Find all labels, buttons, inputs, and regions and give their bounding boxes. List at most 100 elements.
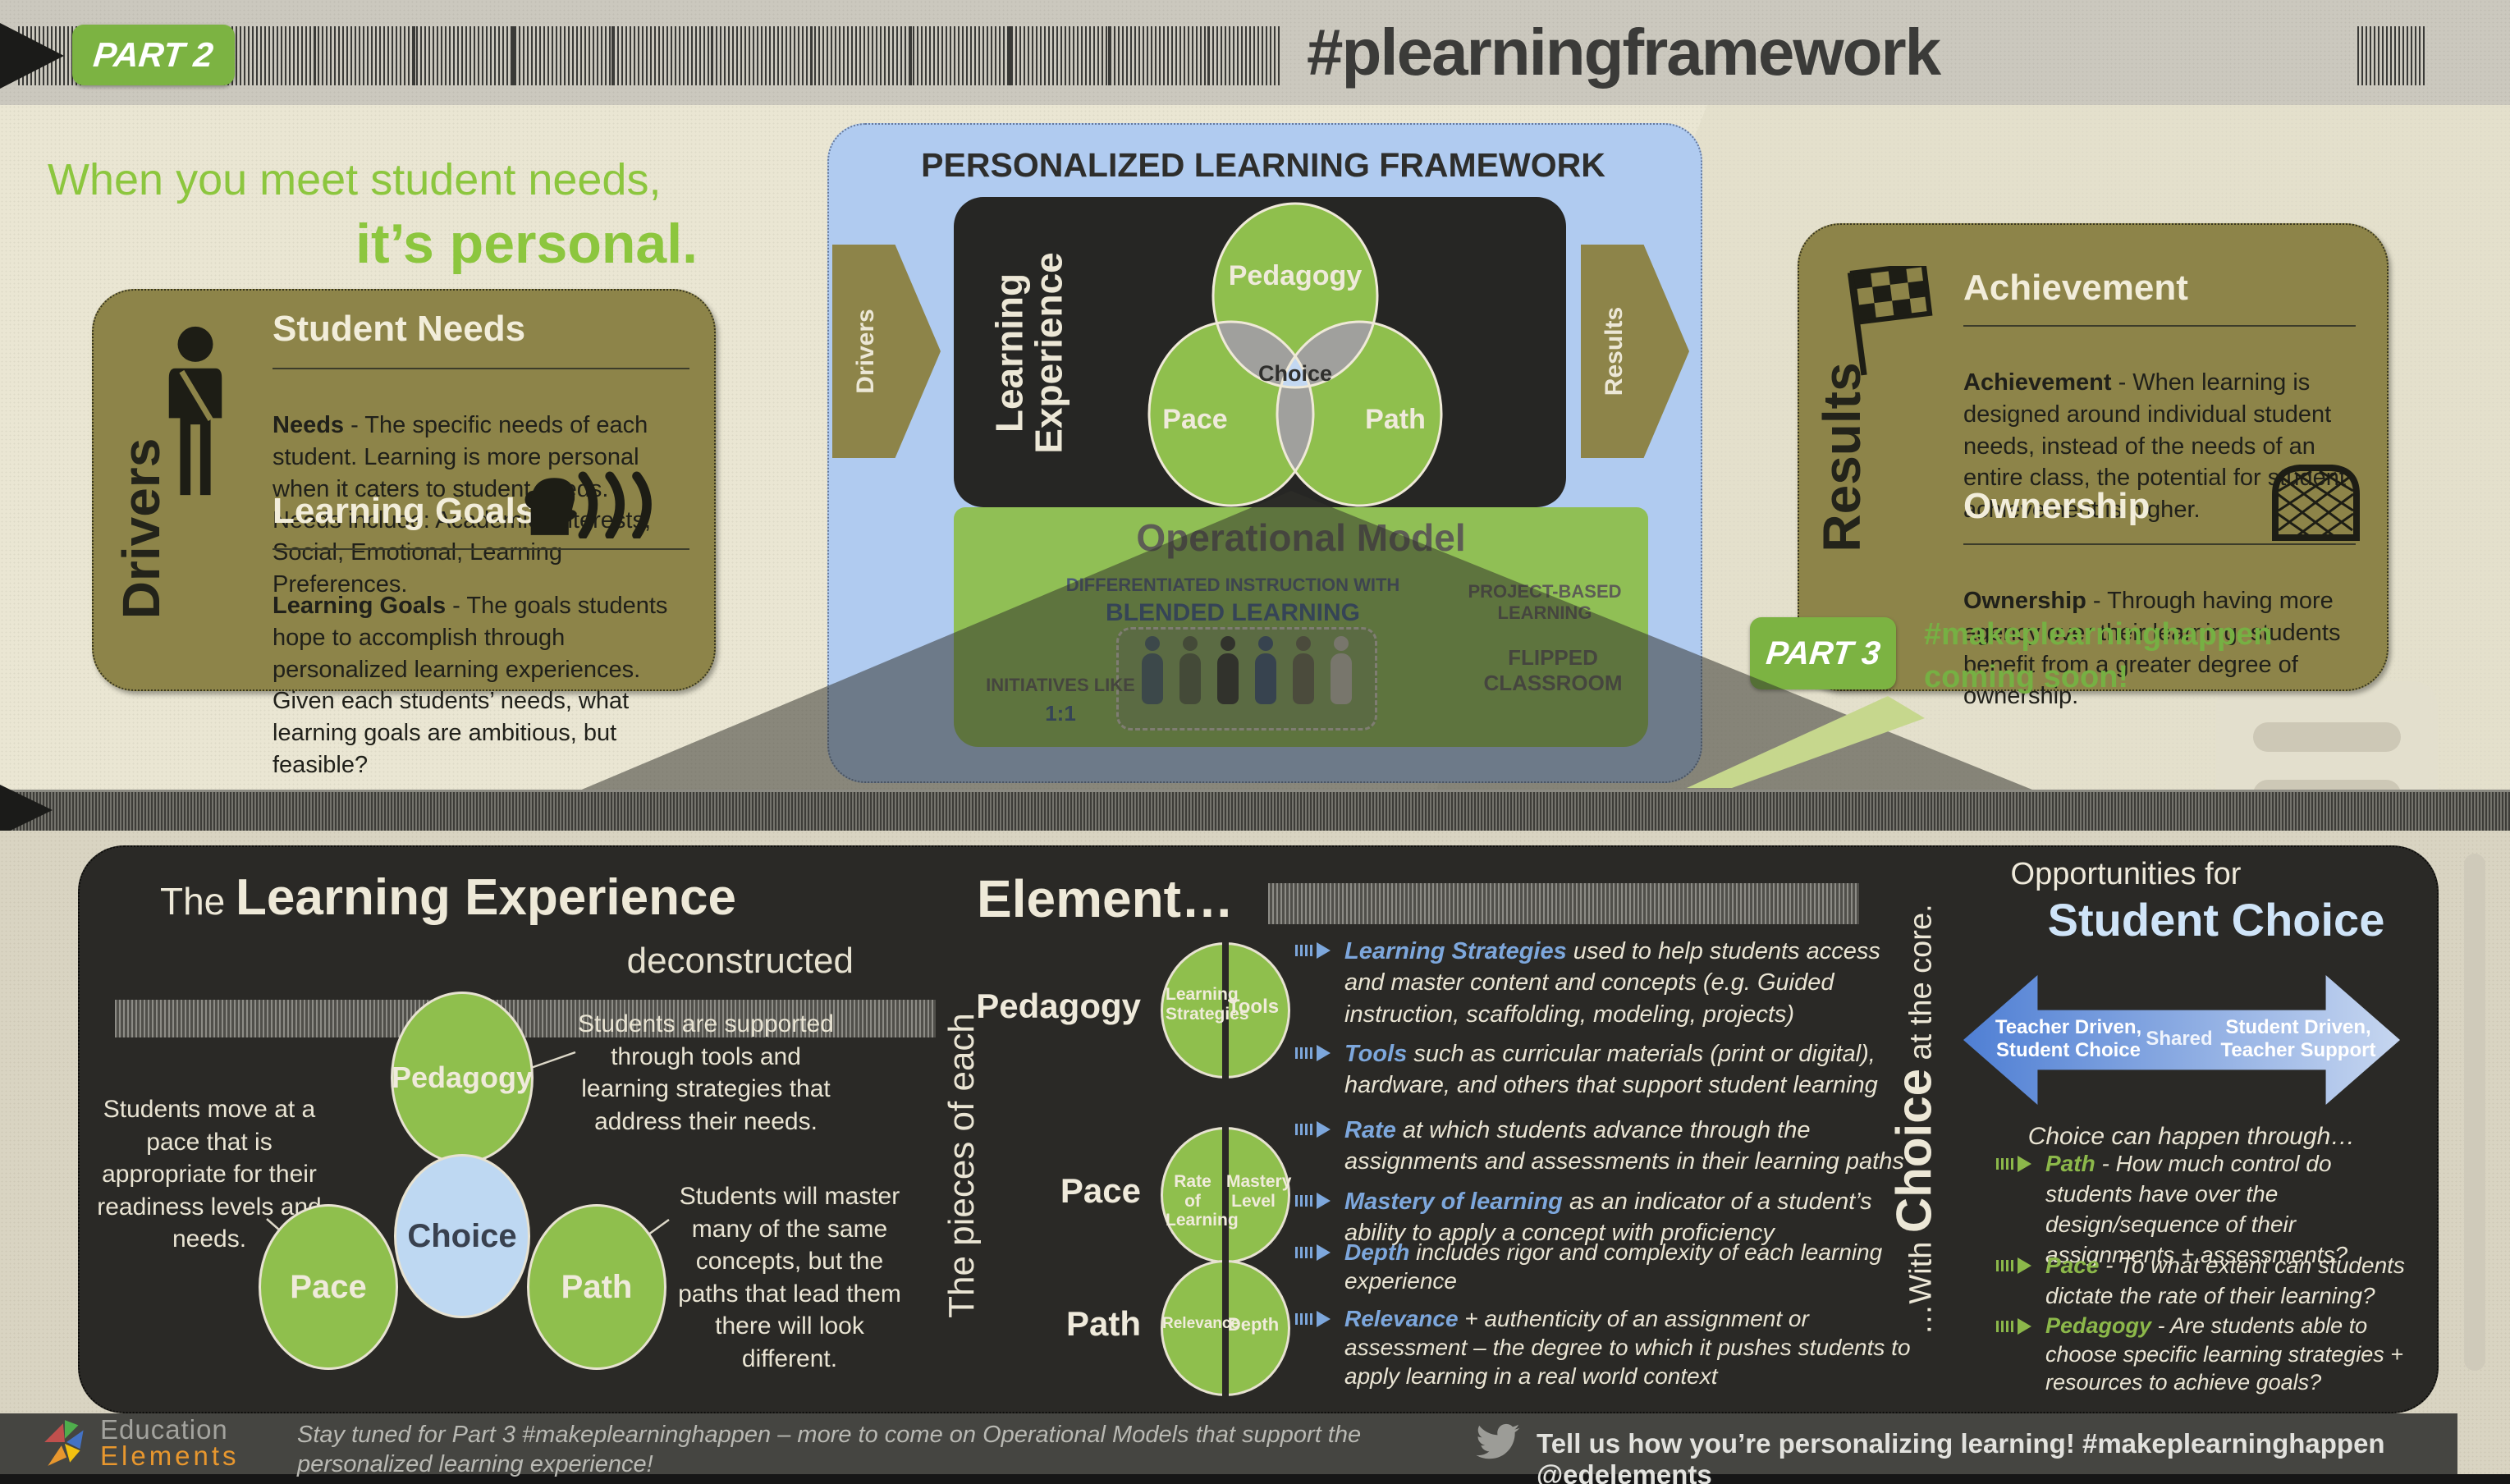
bullet-item: Learning Strategies used to help student… [1295,936,1919,1030]
circle-pace-label: Pace [290,1268,367,1305]
bullet-lead: Mastery of learning [1344,1188,1563,1215]
bullet-lead: Path [2045,1151,2095,1176]
circle-pedagogy: Pedagogy [391,992,534,1164]
venn-path-label: Path [1365,404,1426,435]
bullet-lead: Pedagogy [2045,1313,2152,1338]
half-rate-of-learning: Rate of Learning [1166,1172,1239,1230]
bullet-item: Pace - To what extent can students dicta… [1996,1251,2423,1312]
bullet-item: Rate at which students advance through t… [1295,1115,1919,1178]
element-row-pedagogy-bullets: Learning Strategies used to help student… [1295,936,1919,1109]
bullet-item: Relevance + authenticity of an assignmen… [1295,1304,1919,1391]
logo-wordmark: Education Elements [100,1416,240,1472]
bullet-item: Depth includes rigor and complexity of e… [1295,1238,1919,1296]
goal-net-icon [2269,460,2363,546]
bullet-text: Rate at which students advance through t… [1344,1115,1911,1178]
rule [1963,543,2356,545]
element-row-pedagogy-circle [1161,937,1290,1084]
element-row-path-label: Path [1065,1304,1141,1343]
page-line-decor [2253,722,2401,752]
bullet-lead: Tools [1344,1040,1408,1067]
learning-experience-panel: Learning Experience Pedagogy Pace Path C… [954,197,1566,507]
rule [1963,325,2356,327]
logo-elements: Elements [100,1440,240,1472]
barcode-stripes-right [2357,26,2425,85]
learning-goals-lead: Learning Goals [273,592,447,619]
arrow-bullet-icon [1295,942,1331,959]
bullet-rest: as an indicator of a student’s ability t… [1344,1188,1872,1246]
bullet-lead: Relevance [1344,1305,1459,1331]
opportunities-heading: Opportunities for [2010,857,2242,891]
arrow-bullet-icon [1996,1156,2032,1172]
choice-core-suffix: at the core. [1903,904,1939,1069]
learning-goals-body: Learning Goals - The goals students hope… [273,558,703,781]
achievement-text: - When learning is designed around indiv… [1963,369,2346,524]
bullet-rest: - Are students able to choose specific l… [2045,1313,2403,1395]
element-row-pedagogy-label: Pedagogy [976,987,1141,1025]
deconstructed-bar [115,1000,936,1037]
circle-choice-label: Choice [407,1217,517,1254]
part3-badge-label: PART 3 [1764,634,1882,671]
venn-diagram: Pedagogy Pace Path Choice [1147,202,1443,507]
element-row-path-circle [1161,1254,1290,1402]
bullet-rest: used to help students access and master … [1344,938,1880,1028]
arrow-bullet-icon [1295,1121,1331,1138]
section-divider [0,790,2510,836]
circle-pedagogy-label: Pedagogy [391,1060,534,1094]
element-row-path-bullets: Depth includes rigor and complexity of e… [1295,1238,1919,1399]
rule [273,368,689,369]
ownership-body: Ownership - Through having more agency o… [1963,553,2366,712]
framework-title: PERSONALIZED LEARNING FRAMEWORK [921,146,1605,184]
bullet-text: Mastery of learning as an indicator of a… [1344,1186,1911,1249]
choice-core-word: Choice [1886,1069,1942,1234]
circle-pace: Pace [259,1204,398,1370]
tagline-line2: it’s personal. [355,213,698,275]
element-row-pace-label: Pace [1060,1171,1141,1210]
half-relevance: Relevance [1162,1315,1240,1332]
element-bar [1268,883,1859,924]
bullet-rest: + authenticity of an assignment or asses… [1344,1305,1911,1390]
deconstructed-title-the: The [160,880,236,923]
bullet-text: Depth includes rigor and complexity of e… [1344,1238,1911,1296]
ownership-lead: Ownership [1963,587,2086,614]
spectrum-left-label: Teacher Driven, Student Choice [1995,1016,2142,1061]
spectrum-right-label: Student Driven, Teacher Support [2220,1016,2376,1061]
student-choice-heading: Student Choice [2047,894,2385,946]
choice-bullet-pedagogy: Pedagogy - Are students able to choose s… [1996,1312,2423,1405]
part2-badge-label: PART 2 [91,35,216,74]
bullet-rest: - How much control do students have over… [2045,1151,2348,1267]
footer-cta: Tell us how you’re personalizing learnin… [1537,1428,2385,1484]
bullet-rest: at which students advance through the as… [1344,1117,1904,1175]
circle-choice: Choice [394,1154,530,1318]
bullet-text: Learning Strategies used to help student… [1344,936,1911,1030]
ownership-heading: Ownership [1963,486,2150,526]
choice-intro: Choice can happen through… [2027,1123,2356,1150]
bullet-text: Pedagogy - Are students able to choose s… [2045,1312,2423,1397]
bullet-rest: such as curricular materials (print or d… [1344,1040,1878,1099]
part3-hashtag: #makeplearninghappen [1924,617,2273,652]
student-needs-heading: Student Needs [273,309,526,349]
pace-annotation: Students move at a pace that is appropri… [97,1096,322,1253]
footer-band [0,1413,2457,1474]
bullet-item: Path - How much control do students have… [1996,1149,2423,1271]
footer-bottom-strip [0,1474,2510,1484]
arrow-bullet-icon [1996,1257,2032,1274]
pedagogy-annotation: Students are supported through tools and… [578,1010,834,1135]
circle-path: Path [527,1204,666,1370]
student-heads-icon [520,471,664,543]
bullet-item: Mastery of learning as an indicator of a… [1295,1186,1919,1249]
arrow-bullet-icon [1295,1244,1331,1261]
results-arrow-label: Results [1601,306,1628,396]
bullet-text: Relevance + authenticity of an assignmen… [1344,1304,1911,1391]
venn-choice-label: Choice [1258,361,1332,386]
learning-goals-heading: Learning Goals [273,491,536,531]
drivers-box: Drivers Student Needs Needs - The specif… [92,289,716,778]
half-mastery-level: Mastery Level [1226,1172,1292,1211]
checkered-flag-icon [1836,261,1935,381]
half-learning-strategies: Learning Strategies [1166,985,1249,1024]
bullet-text: Pace - To what extent can students dicta… [2045,1251,2423,1312]
bullet-lead: Rate [1344,1117,1396,1143]
path-annotation: Students will master many of the same co… [678,1183,901,1372]
arrow-bullet-icon [1295,1192,1331,1209]
results-rotated-label: Results [1812,362,1871,552]
